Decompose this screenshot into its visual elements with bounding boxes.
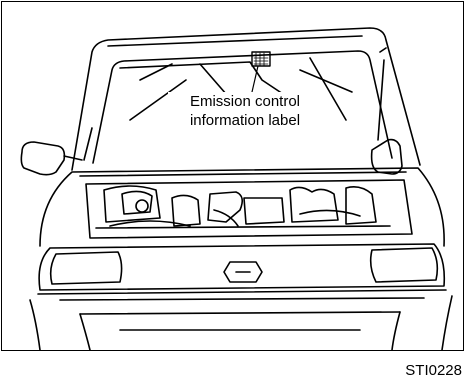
figure-id: STI0228 (405, 362, 462, 379)
headlamp-left (51, 252, 122, 284)
mirror-left (21, 142, 64, 175)
callout-line-2: information label (170, 111, 320, 130)
callout-label: Emission control information label (168, 92, 322, 130)
bumper-lower (38, 290, 446, 294)
callout-line-1: Emission control (170, 92, 320, 111)
vehicle-line-art (0, 0, 466, 352)
headlamp-right (371, 248, 438, 282)
hood-strut-left (84, 128, 92, 160)
